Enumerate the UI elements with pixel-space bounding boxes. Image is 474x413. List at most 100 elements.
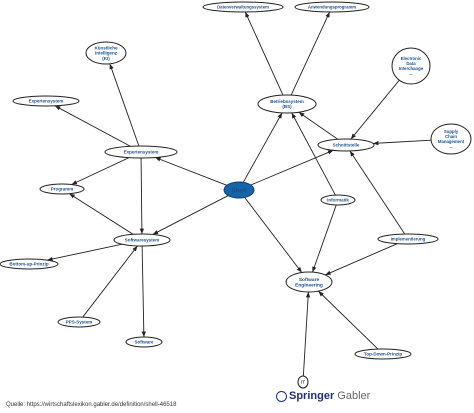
source-caption: Quelle: https://wirtschaftslexikon.gable… [6, 402, 177, 408]
node-pps-system[interactable]: PPS-System [57, 316, 101, 328]
node-ellipse [354, 348, 412, 360]
edge-top-down-prinzip-to-software-engineering [318, 290, 379, 350]
node-electronic-data-interchange[interactable]: ElectronicDataInterchange... [391, 47, 431, 85]
nodes: Datenverwaltungssystem Anwendungsprogramm… [0, 1, 472, 389]
node-ellipse [39, 183, 85, 195]
node-ellipse [125, 336, 163, 348]
edge-supply-chain-management-to-schnittstelle [373, 139, 432, 146]
node-ellipse [285, 271, 333, 293]
springer-logo-icon [276, 390, 287, 402]
node-top-down-prinzip[interactable]: Top-Down-Prinzip [354, 348, 412, 360]
node-expertensysteme[interactable]: Expertensystem [12, 95, 80, 107]
node-label: ... [409, 71, 413, 76]
edge-softwaresystem-to-software [141, 245, 146, 338]
edge-pps-system-to-softwaresystem [82, 245, 138, 318]
node-datenverwaltungssystem[interactable]: Datenverwaltungssystem [202, 1, 284, 13]
node-label: PPS-System [66, 320, 93, 325]
node-ellipse [377, 233, 439, 245]
edge-electronic-data-interchange-to-schnittstelle [350, 79, 400, 140]
edge-shell-to-softwaresystem [152, 195, 229, 235]
node-ellipse [297, 375, 309, 389]
edge-expertensystem-to-softwaresystem [139, 157, 145, 235]
node-shell[interactable]: Shell [223, 181, 255, 199]
node-label: Electronic [401, 56, 422, 61]
brand-gabler: Gabler [337, 390, 371, 402]
brand-springer: Springer [289, 390, 335, 402]
node-label: Künstliche [94, 45, 118, 50]
springer-gabler-logo: Springer Gabler [276, 390, 370, 402]
node-ellipse [320, 194, 356, 206]
node-expertensystem[interactable]: Expertensystem [104, 145, 178, 159]
node-ellipse [294, 1, 370, 13]
edge-shell-to-expertensystem [155, 157, 228, 186]
node-ellipse [57, 316, 101, 328]
node-implementierung[interactable]: Implementierung [377, 233, 439, 245]
node-label: Intelligenz [95, 51, 118, 56]
edge-it-to-software-engineering [302, 291, 311, 377]
edges [47, 11, 432, 377]
edge-softwaresystem-to-programm [69, 193, 134, 235]
node-label: Softwaresystem [125, 238, 160, 243]
node-label: Interchange [399, 66, 424, 71]
edge-betriebssystem-to-datenverwaltungssystem [244, 11, 284, 96]
node-label: Data [406, 61, 416, 66]
node-label: Datenverwaltungssystem [217, 5, 269, 10]
node-ellipse [317, 138, 375, 152]
node-ellipse [430, 123, 472, 155]
edge-schnittstelle-to-betriebssystem [298, 111, 339, 140]
edge-expertensystem-to-expertensysteme [54, 105, 131, 147]
node-ellipse [257, 94, 317, 114]
node-informatik[interactable]: Informatik [320, 194, 356, 206]
edge-informatik-to-software-engineering [312, 204, 337, 273]
node-label: Chain [445, 134, 457, 139]
node-label: Supply [444, 129, 459, 134]
node-label: Schnittstelle [333, 143, 360, 148]
node-label: Management [438, 139, 465, 144]
node-betriebssystem[interactable]: Betriebssystem(BS) [257, 94, 317, 114]
node-label: Software [299, 277, 320, 283]
edge-shell-to-schnittstelle [250, 149, 334, 186]
edge-shell-to-software-engineering [244, 197, 303, 273]
edge-shell-to-betriebssystem [242, 112, 283, 183]
node-label: Shell [231, 187, 247, 194]
node-ellipse [85, 41, 127, 65]
node-label: Software [134, 340, 154, 345]
node-label: Anwendungsprogramm [308, 5, 356, 10]
node-label: (KI) [102, 56, 110, 61]
node-label: (BS) [282, 104, 292, 109]
edge-implementierung-to-schnittstelle [349, 150, 406, 235]
node-label: ... [449, 144, 453, 149]
node-ellipse [202, 1, 284, 13]
node-supply-chain-management[interactable]: SupplyChainManagement... [430, 123, 472, 155]
edge-betriebssystem-to-anwendungsprogramm [290, 11, 331, 96]
edge-softwaresystem-to-bottom-up-prinzip [47, 243, 123, 262]
node-label: Implementierung [391, 237, 426, 242]
edge-expertensystem-to-programm [71, 157, 130, 185]
node-ellipse [223, 181, 255, 199]
node-label: Informatik [327, 198, 349, 203]
node-label: Bottom-up-Prinzip [9, 262, 48, 267]
node-software[interactable]: Software [125, 336, 163, 348]
edge-informatik-to-betriebssystem [291, 112, 336, 196]
node-label: IT [301, 380, 305, 385]
node-ellipse [391, 47, 431, 85]
node-label: Engineering [295, 282, 323, 288]
node-ellipse [104, 145, 178, 159]
node-ellipse [113, 233, 171, 247]
node-it[interactable]: IT [297, 375, 309, 389]
edge-implementierung-to-software-engineering [325, 243, 398, 276]
node-label: Programm [51, 187, 74, 192]
node-softwaresystem[interactable]: Softwaresystem [113, 233, 171, 247]
node-schnittstelle[interactable]: Schnittstelle [317, 138, 375, 152]
node-bottom-up-prinzip[interactable]: Bottom-up-Prinzip [0, 258, 59, 270]
node-programm[interactable]: Programm [39, 183, 85, 195]
edge-expertensystem-to-kuenstliche-intelligenz [109, 63, 140, 147]
node-label: Expertensystem [124, 150, 159, 155]
node-label: Betriebssystem [270, 99, 304, 104]
node-anwendungsprogramm[interactable]: Anwendungsprogramm [294, 1, 370, 13]
node-label: Expertensystem [29, 99, 64, 104]
node-label: Top-Down-Prinzip [364, 352, 402, 357]
